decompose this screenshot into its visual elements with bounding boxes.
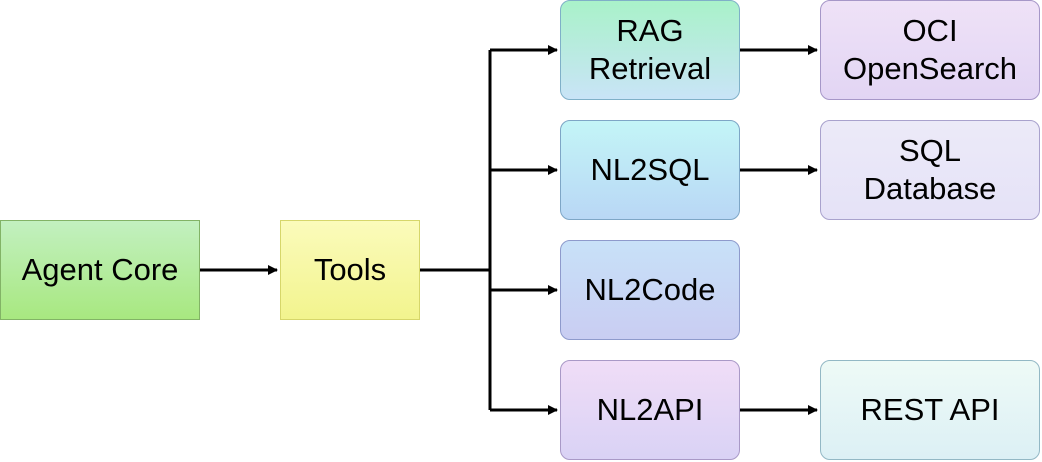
node-rag-retrieval: RAG Retrieval [560, 0, 740, 100]
node-rest-api: REST API [820, 360, 1040, 460]
node-sql-database: SQL Database [820, 120, 1040, 220]
node-agent-core: Agent Core [0, 220, 200, 320]
node-nl2api: NL2API [560, 360, 740, 460]
node-nl2sql: NL2SQL [560, 120, 740, 220]
node-nl2code: NL2Code [560, 240, 740, 340]
node-tools: Tools [280, 220, 420, 320]
node-oci-opensearch: OCI OpenSearch [820, 0, 1040, 100]
